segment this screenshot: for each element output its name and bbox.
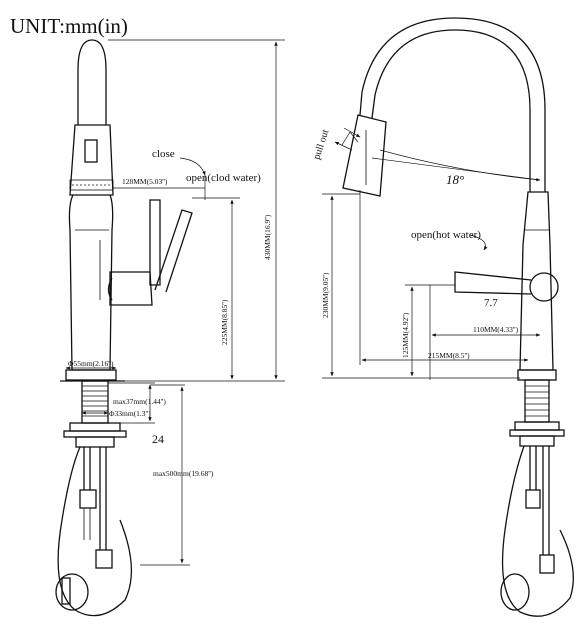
left-dimensions — [65, 39, 285, 566]
label-24: 24 — [152, 432, 164, 446]
dim-lever-reach: 110MM(4.33'') — [473, 325, 519, 334]
dim-base-dia: Φ55mm(2.16'') — [68, 359, 114, 368]
dim-total-height: 430MM(16.9'') — [263, 214, 272, 260]
dim-max-thickness: max37mm(1.44'') — [113, 397, 166, 406]
dim-hole-dia: Φ33mm(1.3'') — [109, 409, 151, 418]
dim-handle-height: 225MM(8.85'') — [220, 299, 229, 345]
label-open-hot: open(hot water) — [411, 229, 481, 241]
dim-spout-reach: 215MM(8.5'') — [428, 351, 470, 360]
label-open-cold: open(clod water) — [186, 172, 261, 184]
thread-hatching — [82, 385, 108, 417]
dim-lever-height: 125MM(4.92'') — [401, 312, 410, 358]
angle-18: 18° — [446, 172, 464, 187]
right-dimensions — [322, 127, 541, 380]
label-pull-out: pull out — [311, 128, 331, 161]
unit-label: UNIT:mm(in) — [10, 14, 128, 38]
label-7-7: 7.7 — [484, 297, 498, 309]
thread-hatching-right — [525, 385, 549, 417]
right-faucet-front-view — [342, 17, 574, 617]
label-close: close — [152, 148, 175, 160]
dim-spray-reach: 128MM(5.03'') — [122, 177, 168, 186]
dim-spout-height: 230MM(9.05'') — [321, 272, 330, 318]
left-faucet-side-view — [55, 39, 193, 617]
dim-hose-length: max500mm(19.68'') — [153, 469, 214, 478]
